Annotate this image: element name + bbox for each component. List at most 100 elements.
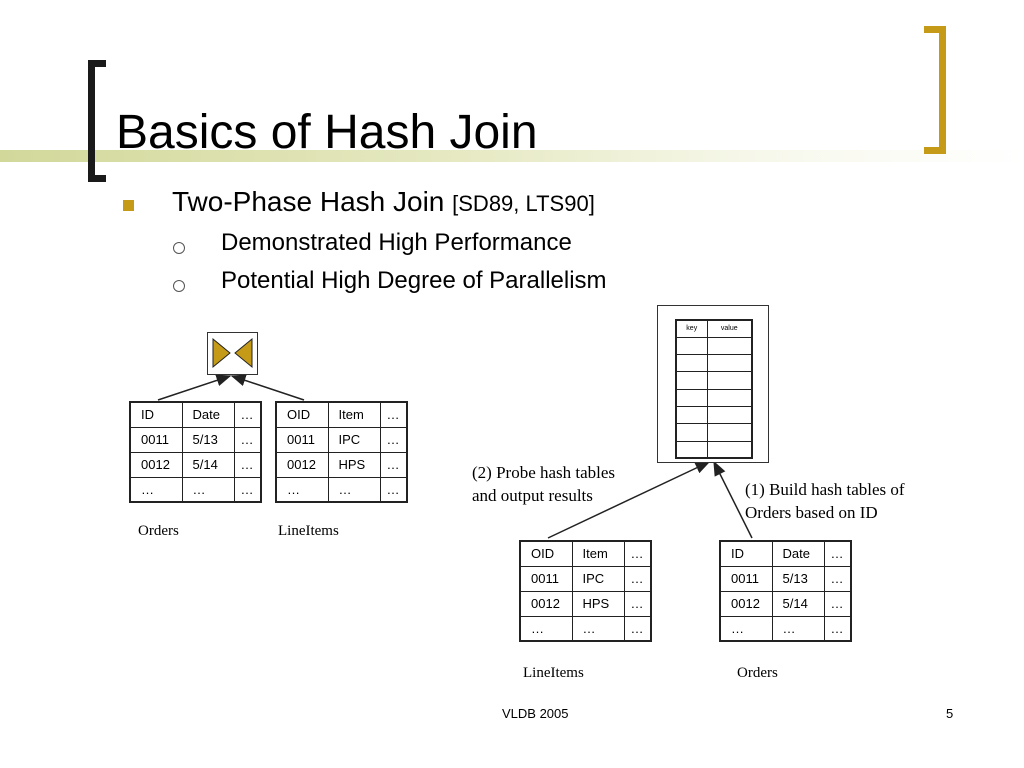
table-cell: 0011 [275, 426, 329, 453]
sub-bullet-text-1: Demonstrated High Performance [221, 229, 572, 256]
table-header-cell: Date [181, 401, 235, 428]
probe-label-line-1: (2) Probe hash tables [472, 463, 616, 482]
table-cell: … [233, 476, 262, 503]
orders-caption-bottom: Orders [737, 665, 778, 681]
table-cell: 0011 [719, 565, 773, 592]
hash-table-row [675, 405, 753, 425]
orders-caption-top: Orders [138, 523, 179, 539]
table-header-cell: Item [327, 401, 381, 428]
table-cell: HPS [571, 590, 625, 617]
table-cell: … [129, 476, 183, 503]
table-cell: … [823, 615, 852, 642]
table-cell: IPC [571, 565, 625, 592]
orders-to-join-arrow [157, 374, 232, 401]
table-cell: … [623, 615, 652, 642]
sub-bullet-circle-icon [173, 242, 185, 254]
table-cell: 0011 [129, 426, 183, 453]
table-row: ……… [719, 615, 852, 642]
table-cell: … [519, 615, 573, 642]
table-header-cell: … [233, 401, 262, 428]
table-cell: … [823, 590, 852, 617]
probe-label: (2) Probe hash tables and output results [472, 461, 615, 507]
table-cell: … [379, 476, 408, 503]
table-cell: … [233, 426, 262, 453]
hash-table-row [675, 354, 753, 373]
right-bracket-decoration [924, 26, 946, 154]
table-header-cell: OID [275, 401, 329, 428]
table-cell: … [623, 565, 652, 592]
bullet-text: Two-Phase Hash Join [172, 186, 453, 217]
lineitems-caption-top: LineItems [278, 523, 339, 539]
join-operator-box [207, 332, 258, 375]
table-cell: 5/13 [771, 565, 825, 592]
table-cell: 5/14 [771, 590, 825, 617]
build-label-line-1: (1) Build hash tables of [745, 480, 905, 499]
table-cell: … [571, 615, 625, 642]
table-cell: … [771, 615, 825, 642]
table-cell: … [623, 590, 652, 617]
table-cell: HPS [327, 451, 381, 478]
title-underline-band [0, 150, 1024, 162]
table-header-cell: ID [719, 540, 773, 567]
table-header-cell: Item [571, 540, 625, 567]
table-cell: … [275, 476, 329, 503]
sub-bullet-text-2: Potential High Degree of Parallelism [221, 267, 607, 294]
hash-table-row [675, 336, 753, 356]
lineitems-to-join-arrow [230, 374, 305, 401]
table-cell: 0012 [519, 590, 573, 617]
left-bracket-decoration [88, 60, 106, 182]
hash-key-header: key [675, 319, 708, 338]
hash-value-header: value [706, 319, 753, 338]
hash-table-row [675, 371, 753, 390]
probe-label-line-2: and output results [472, 486, 593, 505]
footer-page-number: 5 [946, 706, 954, 721]
table-cell: … [233, 451, 262, 478]
table-cell: … [327, 476, 381, 503]
table-cell: … [379, 451, 408, 478]
hash-table-row [675, 423, 753, 442]
build-label: (1) Build hash tables of Orders based on … [745, 478, 905, 524]
slide-title: Basics of Hash Join [116, 106, 538, 159]
footer-conference: VLDB 2005 [502, 706, 569, 721]
table-row: ……… [129, 476, 262, 503]
table-cell: … [379, 426, 408, 453]
build-label-line-2: Orders based on ID [745, 503, 878, 522]
table-cell: … [719, 615, 773, 642]
table-cell: … [181, 476, 235, 503]
table-cell: 0011 [519, 565, 573, 592]
table-header-cell: … [379, 401, 408, 428]
lineitems-caption-bottom: LineItems [523, 665, 584, 681]
bullet-square-icon [123, 200, 134, 211]
table-header-cell: … [623, 540, 652, 567]
table-header-cell: OID [519, 540, 573, 567]
table-header-cell: … [823, 540, 852, 567]
bullet-level-1: Two-Phase Hash Join [SD89, LTS90] [172, 184, 595, 222]
table-row: ……… [519, 615, 652, 642]
table-cell: 5/14 [181, 451, 235, 478]
table-cell: 0012 [129, 451, 183, 478]
table-cell: 0012 [719, 590, 773, 617]
bowtie-join-icon [212, 337, 253, 369]
table-cell: 5/13 [181, 426, 235, 453]
table-header-cell: Date [771, 540, 825, 567]
table-header-cell: ID [129, 401, 183, 428]
sub-bullet-circle-icon [173, 280, 185, 292]
table-cell: … [823, 565, 852, 592]
bullet-citation: [SD89, LTS90] [452, 191, 595, 216]
table-row: ……… [275, 476, 408, 503]
